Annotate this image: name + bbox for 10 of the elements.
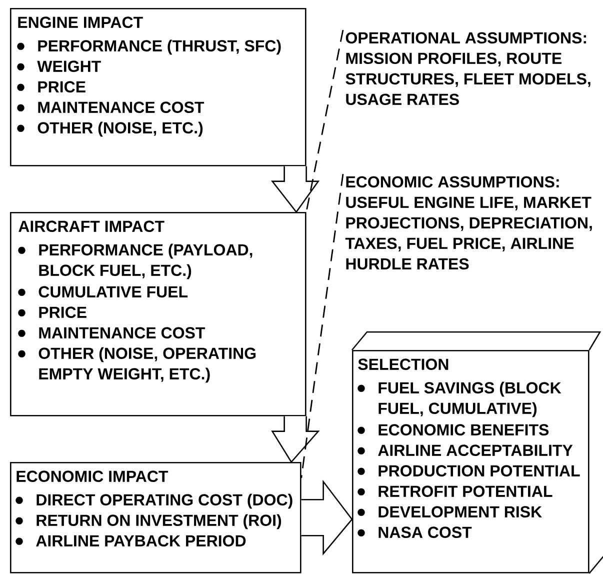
assumption-text: ECONOMIC ASSUMPTIONS: USEFUL ENGINE LIFE, MARKET PROJECTIONS, DEPRECIATION, TAXES, FUEL PRICE, AIRLINE HURDLE RATES [345, 176, 592, 270]
block-arrow [270, 166, 320, 214]
block-arrow [271, 416, 320, 464]
block-arrow [300, 480, 353, 556]
dashed-line [306, 30, 344, 212]
assumption-text: OPERATIONAL ASSUMPTIONS: MISSION PROFILES, ROUTE STRUCTURES, FLEET MODELS, USAGE RATES [346, 32, 590, 106]
impact-box: ECONOMIC IMPACT DIRECT OPERATING COST (DOC) RETURN ON INVESTMENT (ROI) AIRLINE PAYBACK PERIOD [10, 462, 302, 574]
dashed-line [300, 174, 344, 478]
impact-box: ENGINE IMPACT PERFORMANCE (THRUST, SFC) WEIGHT PRICE MAINTENANCE COST OTHER (NOISE, ETC.) [10, 8, 306, 166]
impact-box: AIRCRAFT IMPACT PERFORMANCE (PAYLOAD, BLOCK FUEL, ETC.) CUMULATIVE FUEL PRICE MAINTENANCE COST OTHER (NOISE, OPERATING EMPTY WEIGHT, ETC.) [10, 212, 306, 416]
